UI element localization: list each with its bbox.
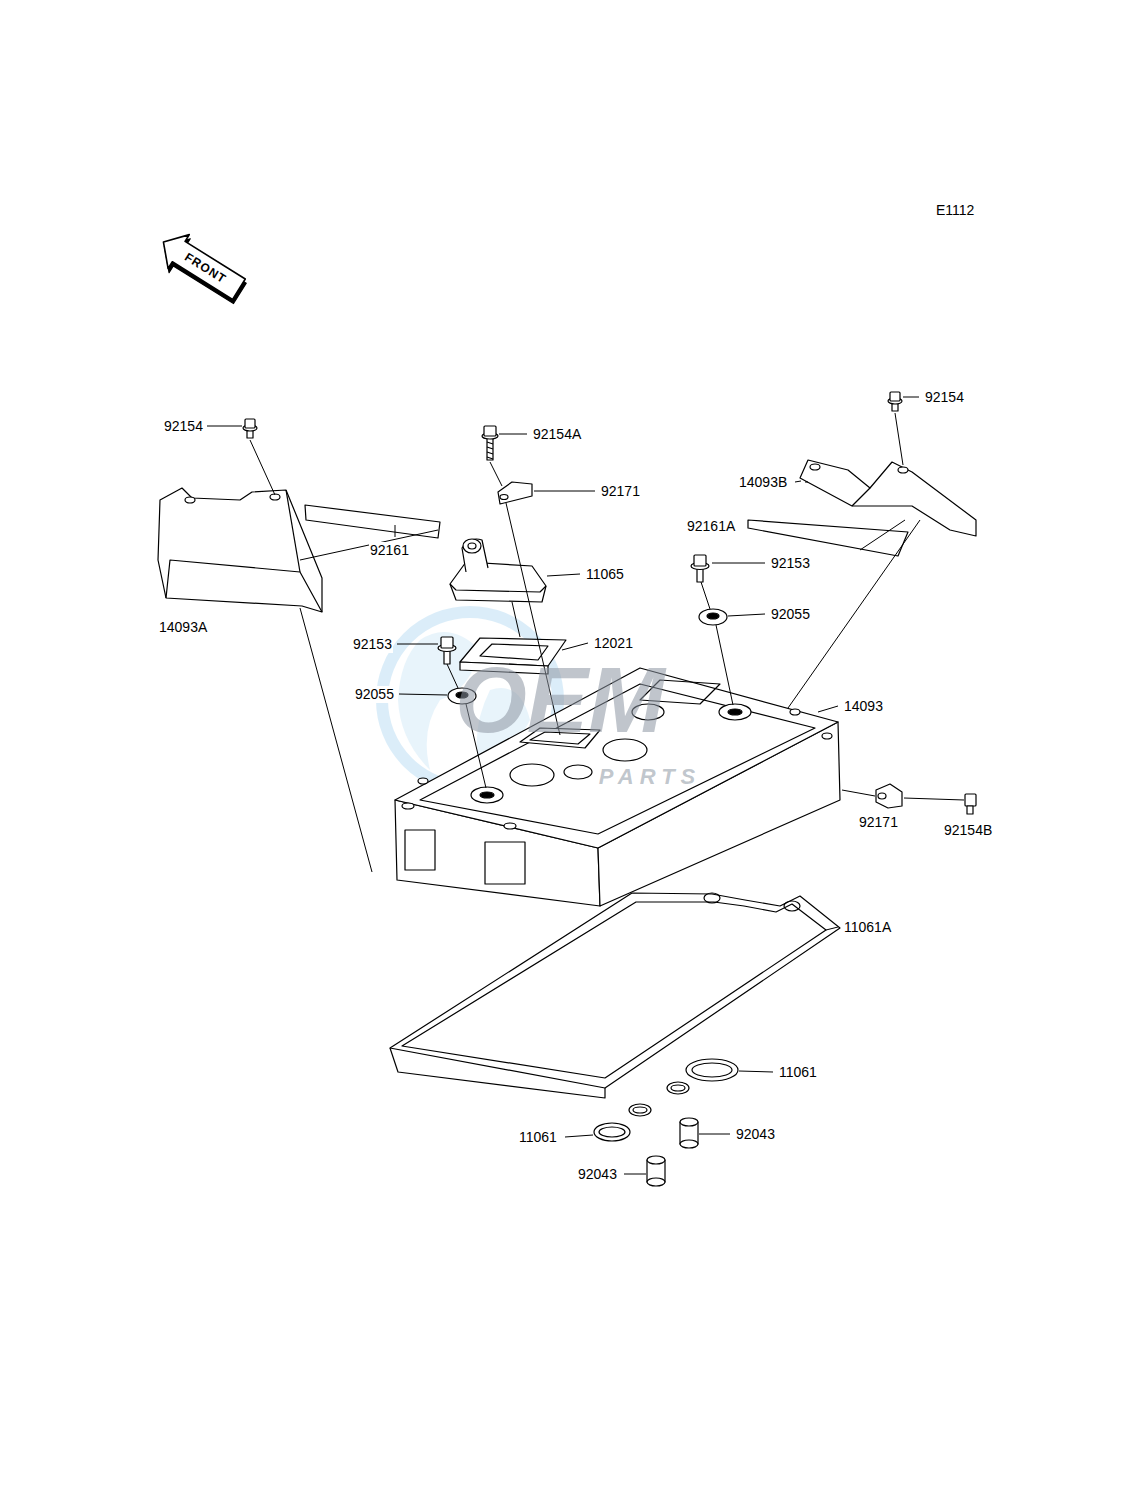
callout-number: 92154: [924, 389, 965, 406]
callout-number: 11061: [518, 1129, 558, 1146]
bolt: [482, 426, 498, 460]
callout-number: 92171: [600, 483, 641, 500]
cover-gasket: [390, 893, 840, 1098]
trim-strip: [748, 520, 908, 556]
callout-number: 92043: [735, 1126, 776, 1143]
callout-number: 14093A: [158, 619, 208, 636]
callout-number: 92154: [163, 418, 204, 435]
callout-number: 14093B: [738, 474, 788, 491]
bolt: [438, 637, 456, 664]
callout-number: 14093: [843, 698, 884, 715]
trim-strip: [305, 505, 440, 538]
clamp-clip: [498, 482, 532, 504]
right-trim-cover: [800, 460, 976, 536]
watermark: OEM: [454, 647, 666, 753]
callout-number: 92171: [858, 814, 899, 831]
callout-number: 11065: [585, 566, 625, 583]
o-ring: [594, 1059, 738, 1141]
callout-number: 92154B: [943, 822, 993, 839]
bolt: [965, 794, 976, 814]
dowel-pin: [647, 1118, 698, 1186]
callout-number: 92154A: [532, 426, 582, 443]
callout-number: 92153: [770, 555, 811, 572]
callout-number: 92161: [369, 542, 410, 559]
breather-cover: [450, 539, 546, 602]
callout-number: 92055: [770, 606, 811, 623]
front-arrow: [151, 225, 252, 310]
callout-number: 11061: [778, 1064, 818, 1081]
clamp-clip: [876, 784, 902, 808]
left-trim-cover: [158, 488, 322, 612]
watermark: PARTS: [598, 764, 703, 789]
callout-number: 92055: [354, 686, 395, 703]
bolt: [691, 555, 709, 582]
callout-number: 92161A: [686, 518, 736, 535]
parts: [151, 225, 976, 1186]
callout-number: 12021: [593, 635, 634, 652]
diagram-code: E1112: [935, 202, 975, 219]
callout-number: 11061A: [843, 919, 892, 936]
callout-number: 92153: [352, 636, 393, 653]
bolt: [888, 392, 902, 411]
callout-number: 92043: [577, 1166, 618, 1183]
leader-lines: [207, 397, 964, 1174]
bolt: [243, 419, 257, 438]
